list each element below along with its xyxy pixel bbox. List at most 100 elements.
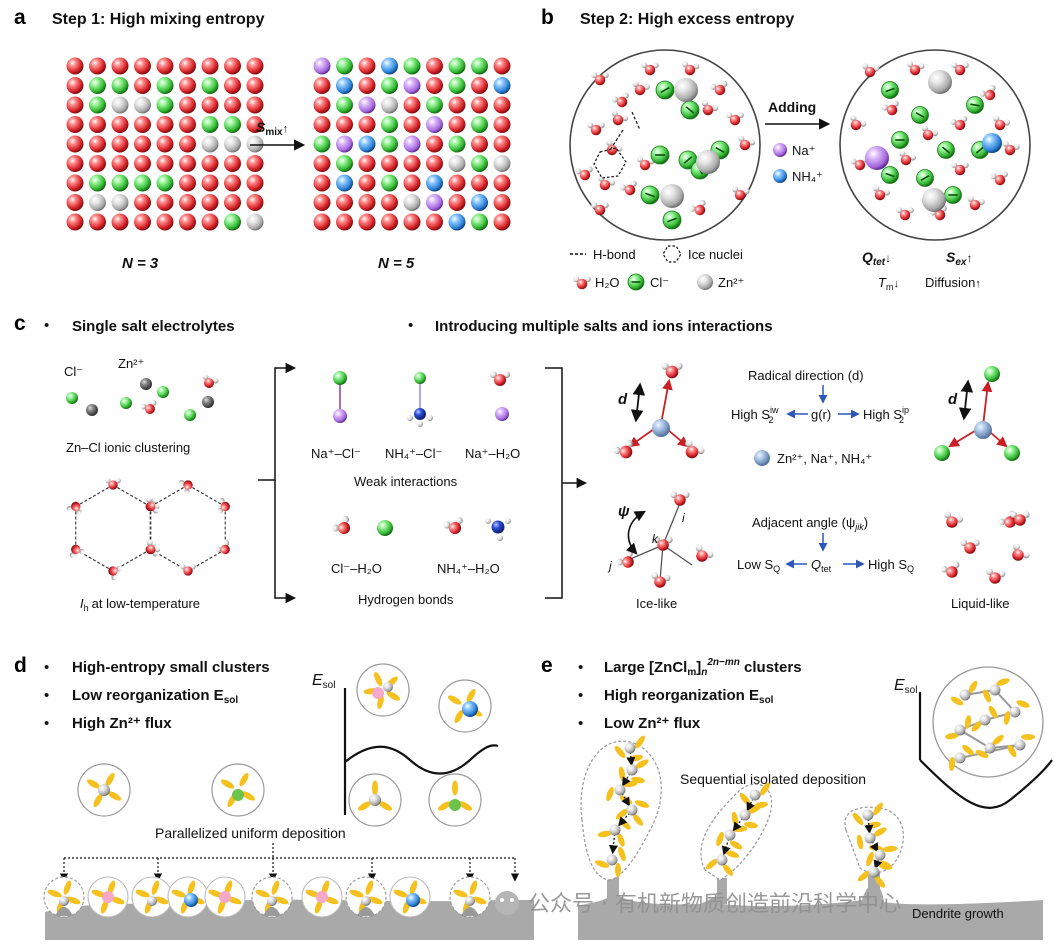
oxygen-atom (694, 204, 706, 216)
oxygen-atom (224, 77, 241, 94)
water-molecule (331, 516, 351, 535)
oxygen-atom (134, 77, 151, 94)
radical-direction-label: Radical direction (d) (748, 368, 864, 383)
chloride-ligand (705, 858, 719, 870)
hydrogen-atom (940, 565, 948, 573)
chloride-ligand (110, 896, 125, 905)
chloride-ligand (227, 896, 242, 905)
oxygen-atom (644, 64, 656, 76)
hydrogen-atom (105, 478, 111, 484)
panel-c: c • Single salt electrolytes • Introduci… (14, 312, 1030, 613)
zinc-atom (246, 213, 264, 231)
deposited-cluster (301, 876, 343, 918)
chloride-atom (403, 57, 421, 75)
water-molecule (967, 195, 985, 211)
water-molecule (726, 112, 744, 126)
oxygen-atom (665, 365, 679, 379)
water-molecule (873, 185, 891, 201)
distance-arrow (630, 382, 646, 423)
oxygen-atom (66, 213, 84, 231)
oxygen-atom (358, 194, 376, 211)
hbond-line (609, 129, 624, 151)
hydrogen-atom (663, 574, 671, 582)
deposited-cluster (449, 876, 491, 918)
oxygen-atom (89, 155, 106, 172)
chloride-ligand (964, 715, 972, 729)
lattice-n5 (313, 57, 511, 231)
chloride-ligand (454, 709, 464, 724)
chloride-ligand (1021, 734, 1035, 740)
single-salt-solution-circle (569, 49, 761, 241)
hydrogen-atom (1013, 143, 1020, 150)
chloride-ion (627, 273, 645, 291)
hydrogen-atom (993, 115, 1000, 122)
chloride-atom (66, 392, 78, 404)
chloride-ligand (453, 889, 468, 898)
oxygen-atom (594, 74, 606, 86)
zinc-atom (98, 784, 110, 796)
sodium-atom (495, 407, 509, 421)
chloride-ligand (950, 696, 964, 706)
hydrogen-atom (591, 202, 598, 209)
water-molecule (575, 166, 593, 181)
chloride-ligand (393, 889, 408, 898)
hydrogen-atom (489, 370, 497, 379)
hydrogen-atom (695, 544, 703, 552)
j-label: j (607, 559, 612, 573)
oxygen-atom (89, 213, 106, 231)
chloride-ligand (856, 834, 864, 850)
hydrogen-atom (219, 498, 225, 504)
chloride-ligand (452, 780, 458, 796)
oxygen-atom (493, 96, 511, 114)
bond-line (662, 544, 693, 566)
chloride-atom (89, 96, 106, 114)
deposited-cluster (251, 876, 293, 918)
hydrogen-atom (860, 120, 867, 127)
water-molecule (951, 62, 969, 76)
water-molecule (850, 156, 868, 171)
hydrogen-atom (190, 564, 196, 570)
chloride-atom (426, 96, 443, 114)
diffusion-effect: Diffusion↑ (925, 275, 981, 290)
chloride-ligand (314, 899, 323, 914)
pair-label-nh4-cl: NH₄⁺–Cl⁻ (385, 446, 442, 461)
oxygen-atom (134, 116, 151, 133)
oxygen-atom (204, 378, 214, 388)
oxygen-atom (134, 57, 151, 75)
oxygen-atom (900, 154, 912, 166)
minus-sign (667, 217, 677, 223)
oxygen-atom (471, 77, 488, 94)
sequential-deposition-label: Sequential isolated deposition (680, 771, 866, 787)
hydrogen-atom (217, 508, 223, 514)
chloride-ligand (948, 757, 956, 771)
flow-arrow-hbond (274, 480, 297, 604)
oxygen-atom (994, 174, 1006, 186)
hydrogen-atom (608, 179, 616, 186)
zinc-atom (224, 135, 241, 153)
oxygen-atom (922, 129, 934, 141)
panel-a: a Step 1: High mixing entropy Smix↑ N = … (14, 6, 511, 272)
hydrogen-atom (892, 100, 899, 107)
hydrogen-atom (737, 112, 744, 119)
growth-arrow (721, 834, 731, 856)
oxygen-atom (313, 174, 331, 192)
ice-like-tetrahedron (616, 491, 714, 588)
deposit-bump (461, 907, 479, 916)
chloride-ligand (632, 814, 644, 826)
hydrogen-atom (591, 72, 598, 79)
water-molecule (661, 362, 683, 379)
chloride-ligand (618, 846, 626, 862)
e-bullet-1: Large [ZnClm]n2n−mn clusters (604, 657, 802, 678)
oxygen-atom (493, 116, 511, 133)
chloride-ligand (171, 889, 186, 898)
chloride-atom (156, 174, 174, 192)
oxygen-atom (448, 521, 462, 535)
water-molecule (598, 175, 616, 191)
oxygen-atom (576, 278, 588, 290)
oxygen-atom (108, 566, 118, 576)
chloride-ligand (305, 889, 320, 898)
hydrogen-atom (652, 62, 659, 69)
growth-arrow (869, 837, 879, 853)
zinc-atom (361, 896, 371, 906)
energy-curve-e (919, 759, 1053, 809)
